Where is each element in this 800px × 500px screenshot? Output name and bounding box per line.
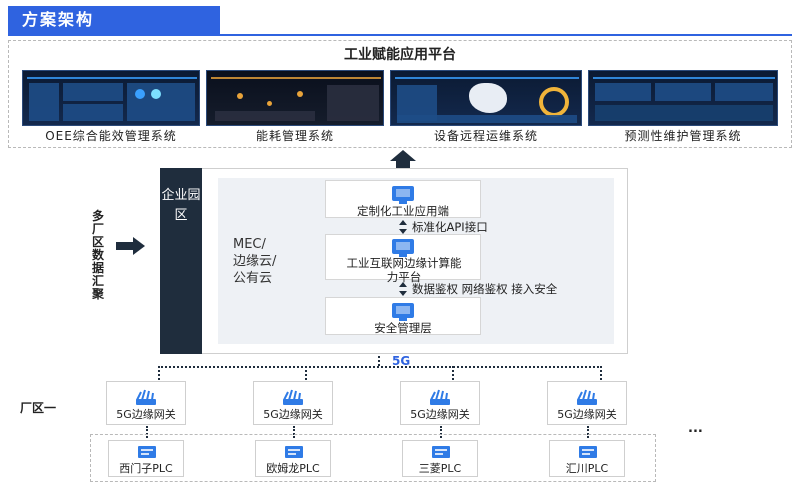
layer-label: 安全管理层	[374, 321, 432, 335]
gateway-plc-link	[146, 426, 148, 438]
platform-section	[8, 40, 792, 148]
gateway-plc-link	[440, 426, 442, 438]
cloud-label-line: 公有云	[233, 271, 273, 286]
multi-area-label: 多厂区数据汇聚	[91, 209, 104, 301]
platform-title: 工业赋能应用平台	[344, 47, 456, 63]
more-ellipsis: ...	[688, 421, 703, 436]
network-drop	[305, 366, 307, 380]
network-label: 5G	[392, 354, 411, 368]
plc-icon	[285, 446, 303, 458]
gateway-icon	[136, 389, 156, 405]
link-label-api: 标准化API接口	[412, 220, 488, 234]
page-title: 方案架构	[22, 10, 95, 29]
gateway-box: 5G边缘网关	[547, 381, 627, 425]
gateway-label: 5G边缘网关	[557, 408, 617, 421]
system-label-energy: 能耗管理系统	[255, 129, 334, 143]
network-drop	[452, 366, 454, 380]
plc-box: 汇川PLC	[549, 440, 625, 477]
oee-system-screenshot	[22, 70, 200, 126]
plc-box: 欧姆龙PLC	[255, 440, 331, 477]
monitor-stand	[399, 254, 407, 257]
gateway-icon	[577, 389, 597, 405]
gateway-label: 5G边缘网关	[263, 408, 323, 421]
plc-box: 三菱PLC	[402, 440, 478, 477]
arrow-up-icon	[390, 150, 416, 161]
arrow-right-stem	[116, 242, 134, 250]
predictive-maintenance-screenshot	[588, 70, 778, 126]
plc-box: 西门子PLC	[108, 440, 184, 477]
monitor-icon	[392, 239, 414, 254]
plc-label: 西门子PLC	[119, 462, 173, 475]
title-tab	[8, 6, 220, 34]
remote-ops-screenshot	[390, 70, 582, 126]
double-arrow-icon	[399, 282, 407, 296]
double-arrow-icon	[399, 220, 407, 234]
factory-label: 厂区一	[20, 401, 57, 415]
system-label-oee: OEE综合能效管理系统	[45, 129, 177, 143]
plc-label: 汇川PLC	[565, 462, 609, 475]
arrow-right-icon	[133, 237, 145, 255]
park-sidebar	[160, 168, 202, 354]
plc-label: 三菱PLC	[418, 462, 462, 475]
layer-label: 工业互联网边缘计算能力平台	[346, 256, 462, 284]
network-bus	[158, 366, 602, 368]
gateway-label: 5G边缘网关	[116, 408, 176, 421]
gateway-icon	[430, 389, 450, 405]
layer-custom-app: 定制化工业应用端	[325, 180, 481, 218]
plc-section	[90, 434, 656, 482]
layer-edge-platform: 工业互联网边缘计算能力平台	[325, 234, 481, 284]
title-underline	[8, 34, 792, 36]
gateway-box: 5G边缘网关	[400, 381, 480, 425]
monitor-stand	[399, 201, 407, 204]
park-label: 企业园区	[161, 188, 201, 223]
plc-icon	[138, 446, 156, 458]
cloud-label-line: MEC/	[233, 237, 266, 252]
network-drop	[600, 366, 602, 380]
plc-icon	[579, 446, 597, 458]
network-drop	[158, 366, 160, 380]
cloud-label: MEC/ 边缘云/ 公有云	[233, 236, 276, 287]
gateway-label: 5G边缘网关	[410, 408, 470, 421]
layer-security: 安全管理层	[325, 297, 481, 335]
link-label-security: 数据鉴权 网络鉴权 接入安全	[412, 282, 558, 296]
system-label-predictive: 预测性维护管理系统	[624, 129, 742, 143]
network-link	[378, 356, 380, 366]
cloud-label-line: 边缘云/	[233, 254, 277, 269]
energy-system-screenshot	[206, 70, 384, 126]
plc-icon	[432, 446, 450, 458]
layer-label: 定制化工业应用端	[357, 204, 449, 218]
monitor-icon	[392, 303, 414, 318]
system-label-remote-ops: 设备远程运维系统	[433, 129, 538, 143]
monitor-icon	[392, 186, 414, 201]
gateway-plc-link	[587, 426, 589, 438]
gateway-plc-link	[293, 426, 295, 438]
gateway-icon	[283, 389, 303, 405]
gateway-box: 5G边缘网关	[106, 381, 186, 425]
plc-label: 欧姆龙PLC	[266, 462, 320, 475]
monitor-stand	[399, 318, 407, 321]
gateway-box: 5G边缘网关	[253, 381, 333, 425]
